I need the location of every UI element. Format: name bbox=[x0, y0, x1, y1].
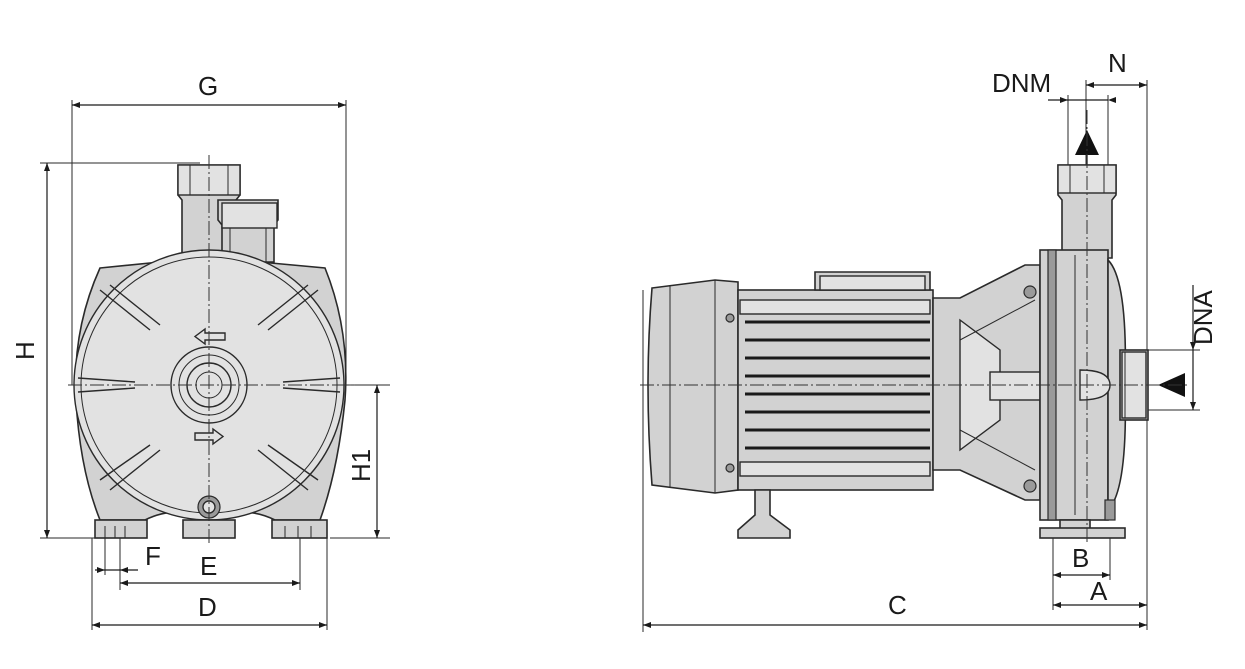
label-n: N bbox=[1108, 48, 1127, 78]
casing-foot bbox=[1039, 499, 1126, 539]
dimension-f: F bbox=[95, 538, 161, 590]
label-f: F bbox=[145, 541, 161, 571]
motor-foot bbox=[737, 489, 791, 539]
secondary-port bbox=[217, 199, 279, 263]
dimension-dnm: DNM bbox=[992, 68, 1116, 165]
label-h: H bbox=[10, 341, 40, 360]
label-g: G bbox=[198, 71, 218, 101]
dimension-dna: DNA bbox=[1148, 285, 1218, 411]
front-view: G H H1 bbox=[10, 71, 390, 630]
dimension-b: B bbox=[1052, 538, 1111, 610]
dimension-g: G bbox=[71, 71, 347, 385]
label-e: E bbox=[200, 551, 217, 581]
label-h1: H1 bbox=[346, 449, 376, 482]
front-feet bbox=[94, 519, 328, 539]
label-dna: DNA bbox=[1188, 289, 1218, 345]
label-c: C bbox=[888, 590, 907, 620]
label-b: B bbox=[1072, 543, 1089, 573]
label-d: D bbox=[198, 592, 217, 622]
label-a: A bbox=[1090, 576, 1108, 606]
side-view: N DNM bbox=[640, 48, 1218, 632]
dimension-a: A bbox=[1053, 576, 1147, 608]
dimension-e: E bbox=[120, 538, 301, 590]
label-dnm: DNM bbox=[992, 68, 1051, 98]
dimension-h: H bbox=[10, 162, 200, 539]
pump-bracket bbox=[932, 264, 1041, 501]
motor-end-cap bbox=[647, 279, 739, 494]
dimension-d: D bbox=[91, 538, 328, 630]
motor-body bbox=[725, 271, 934, 491]
dimension-c: C bbox=[642, 290, 1147, 632]
